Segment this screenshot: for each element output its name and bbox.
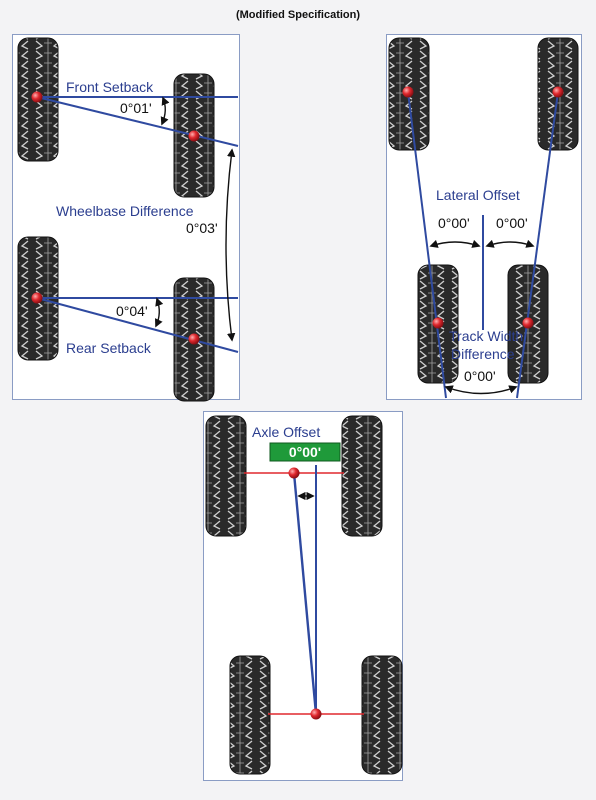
axle-offset-label: Axle Offset [252,424,320,440]
marker-lateral-rear-left [432,317,444,329]
front-setback-value: 0°01' [120,100,152,116]
tire-axle-front-left [205,415,247,537]
axle-offset-diagram: Axle Offset 0°00' [205,415,403,775]
page-title: (Modified Specification) [235,9,361,21]
track-width-label-line1: Track Width [449,328,523,344]
setback-diagram: Front Setback 0°01' Wheelbase Difference… [17,37,239,402]
tire-axle-rear-right [361,655,403,775]
lateral-left-arrow [429,239,481,248]
lateral-offset-left-value: 0°00' [438,215,470,231]
track-width-value: 0°00' [464,368,496,384]
rear-setback-label: Rear Setback [66,340,152,356]
rear-setback-line [36,297,239,353]
wheelbase-difference-label: Wheelbase Difference [56,203,194,219]
marker-rear-right [188,333,200,345]
lateral-offset-label: Lateral Offset [436,187,520,203]
marker-lateral-front-right [552,86,564,98]
lateral-right-line [516,91,559,399]
marker-lateral-front-left [402,86,414,98]
marker-front-left [31,91,43,103]
rear-setback-angle-arc [154,297,164,328]
axle-offset-value: 0°00' [289,444,321,460]
tire-axle-rear-left [229,655,271,775]
wheelbase-difference-arc [225,148,236,342]
wheelbase-difference-value: 0°03' [186,220,218,236]
rear-setback-value: 0°04' [116,303,148,319]
lateral-left-line [407,91,447,399]
front-setback-line [36,96,239,147]
marker-axle-rear [310,708,322,720]
lateral-right-arrow [485,239,535,248]
axle-thrust-line [292,472,318,715]
track-width-label-line2: Difference [451,346,515,362]
lateral-offset-diagram: Lateral Offset 0°00' 0°00' Track Width D… [388,37,579,399]
axle-offset-value-badge [269,442,341,462]
tire-axle-front-right [341,415,383,537]
lateral-offset-right-value: 0°00' [496,215,528,231]
marker-axle-front [288,467,300,479]
marker-lateral-rear-right [522,317,534,329]
track-width-arrow [444,385,518,395]
front-setback-angle-arc [160,96,170,126]
marker-front-right [188,130,200,142]
front-setback-label: Front Setback [66,79,154,95]
marker-rear-left [31,292,43,304]
